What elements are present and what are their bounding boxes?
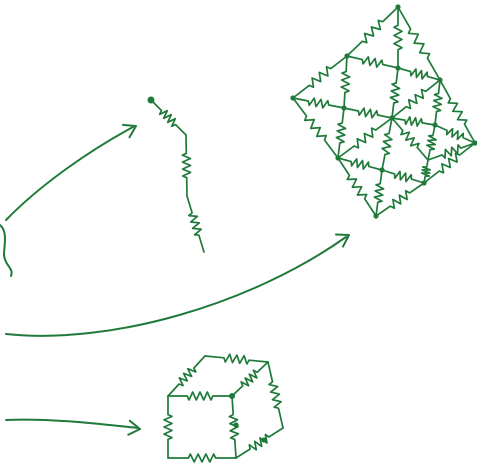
sheet-spring (390, 68, 399, 118)
sheet-spring (433, 80, 442, 125)
sheet-node (379, 167, 384, 172)
cube-spring (232, 362, 268, 396)
sheet-spring (347, 56, 398, 68)
sheet-node (389, 115, 394, 120)
sheet-node (421, 180, 426, 185)
arrow-top (6, 127, 133, 220)
sheet-spring (336, 108, 345, 158)
sheet-spring (435, 125, 475, 143)
sheet-spring (427, 125, 436, 160)
sheet-node (335, 155, 340, 160)
sheet-node (395, 4, 400, 9)
sheet-spring (341, 56, 350, 108)
sheet-spring (344, 108, 392, 118)
cube-spring (168, 454, 236, 462)
sheet-spring (293, 98, 344, 108)
sheet-spring (392, 80, 440, 118)
cube-spring (268, 362, 283, 428)
sheet-spring (382, 170, 424, 183)
cube-spring (168, 392, 232, 400)
cube-spring (205, 354, 268, 364)
sheet-spring (394, 7, 402, 68)
sheet-node (290, 95, 295, 100)
sheet-spring (293, 56, 347, 98)
cube-spring (164, 396, 172, 458)
sheet-spring (374, 170, 383, 216)
cube-node (233, 422, 238, 427)
cube-node (261, 437, 266, 442)
cube-spring (168, 356, 205, 396)
sheet-node (432, 122, 437, 127)
chain-spring (187, 196, 204, 252)
sheet-spring (428, 143, 475, 160)
arrow-middle (6, 237, 346, 336)
cube-spring (236, 428, 283, 458)
chain-spring (151, 100, 186, 135)
cube-node (229, 393, 235, 399)
left-edge-curl (0, 225, 12, 276)
chain-spring (182, 135, 190, 196)
sheet-spring (347, 7, 398, 56)
sheet-node (437, 77, 442, 82)
arrow-bottom (6, 420, 138, 428)
sheet-node (373, 213, 378, 218)
sheet-spring (338, 118, 392, 158)
sheet-node (341, 105, 346, 110)
sheet-node (395, 65, 400, 70)
sheet-spring (392, 118, 428, 160)
chain-node (148, 97, 155, 104)
sheet-spring (382, 118, 392, 170)
sheet-node (344, 53, 349, 58)
